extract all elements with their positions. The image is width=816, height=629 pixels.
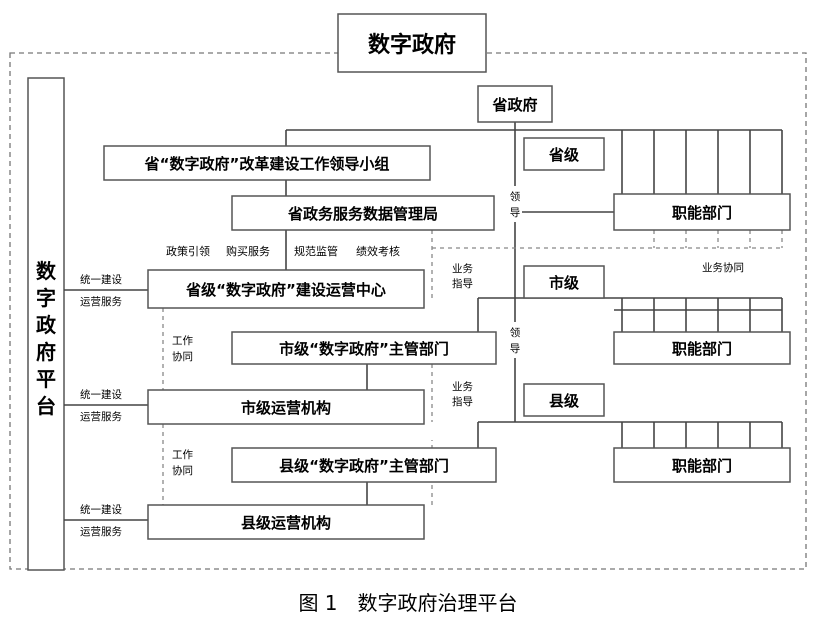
svg-text:省政务服务数据管理局: 省政务服务数据管理局 bbox=[287, 205, 438, 223]
unified-build-label-province: 统一建设 bbox=[80, 273, 122, 286]
svg-text:政: 政 bbox=[36, 313, 57, 337]
svg-text:职能部门: 职能部门 bbox=[672, 204, 732, 222]
county-operator-box bbox=[147, 504, 425, 540]
guidance-label-city: 业务 bbox=[452, 262, 473, 275]
svg-text:指导: 指导 bbox=[452, 277, 473, 290]
unified-build-label-city: 统一建设 bbox=[80, 388, 122, 401]
figure-caption: 图 1 数字政府治理平台 bbox=[298, 591, 517, 615]
bureau-functions: 政策引领 购买服务 规范监管 绩效考核 bbox=[166, 244, 400, 258]
svg-text:运营服务: 运营服务 bbox=[80, 295, 122, 308]
svg-text:职能部门: 职能部门 bbox=[672, 340, 732, 358]
svg-text:购买服务: 购买服务 bbox=[226, 244, 270, 258]
svg-text:导: 导 bbox=[510, 207, 521, 219]
svg-text:规范监管: 规范监管 bbox=[294, 244, 338, 258]
title-box bbox=[337, 13, 487, 73]
province-functional-dept-box bbox=[613, 193, 791, 231]
city-functional-dept-box bbox=[613, 331, 791, 365]
unified-build-label-county: 统一建设 bbox=[80, 503, 122, 516]
svg-text:指导: 指导 bbox=[452, 395, 473, 408]
svg-text:市级运营机构: 市级运营机构 bbox=[241, 399, 331, 417]
province-gov-box bbox=[477, 85, 553, 123]
county-level-box bbox=[523, 383, 605, 417]
svg-text:运营服务: 运营服务 bbox=[80, 410, 122, 423]
svg-text:市级“数字政府”主管部门: 市级“数字政府”主管部门 bbox=[279, 340, 449, 358]
svg-text:县级“数字政府”主管部门: 县级“数字政府”主管部门 bbox=[279, 457, 449, 475]
svg-text:协同: 协同 bbox=[172, 350, 193, 363]
leading-group-box bbox=[103, 145, 431, 181]
svg-text:县级: 县级 bbox=[549, 392, 580, 410]
svg-text:平: 平 bbox=[36, 367, 56, 391]
svg-text:台: 台 bbox=[36, 394, 56, 418]
work-collab-label-county: 工作 bbox=[172, 449, 193, 461]
data-bureau-box bbox=[231, 195, 495, 231]
city-level-box bbox=[523, 265, 605, 299]
svg-text:协同: 协同 bbox=[172, 464, 193, 477]
guidance-label-county: 业务 bbox=[452, 380, 473, 393]
business-collab-label: 业务协同 bbox=[702, 261, 744, 274]
svg-text:府: 府 bbox=[36, 340, 56, 364]
svg-text:省“数字政府”改革建设工作领导小组: 省“数字政府”改革建设工作领导小组 bbox=[144, 155, 390, 173]
svg-text:县级运营机构: 县级运营机构 bbox=[241, 514, 331, 532]
lead-label-city: 领 bbox=[510, 326, 521, 339]
title-text: 数字政府 bbox=[368, 32, 456, 58]
svg-text:运营服务: 运营服务 bbox=[80, 525, 122, 538]
county-functional-dept-box bbox=[613, 447, 791, 483]
city-dept-box bbox=[231, 331, 497, 365]
province-center-box bbox=[147, 269, 425, 309]
platform-box bbox=[27, 77, 65, 571]
lead-label-province: 领 bbox=[510, 190, 521, 203]
svg-text:绩效考核: 绩效考核 bbox=[356, 244, 400, 258]
county-dept-box bbox=[231, 447, 497, 483]
svg-text:省级“数字政府”建设运营中心: 省级“数字政府”建设运营中心 bbox=[185, 281, 386, 299]
svg-text:政策引领: 政策引领 bbox=[166, 244, 210, 258]
svg-text:字: 字 bbox=[36, 286, 56, 310]
svg-text:职能部门: 职能部门 bbox=[672, 457, 732, 475]
city-operator-box bbox=[147, 389, 425, 425]
svg-text:导: 导 bbox=[510, 343, 521, 355]
platform-label: 数 字 政 府 平 台 bbox=[36, 259, 57, 418]
province-level-box bbox=[523, 137, 605, 171]
svg-text:省级: 省级 bbox=[548, 146, 580, 164]
svg-text:省政府: 省政府 bbox=[491, 96, 537, 114]
svg-text:市级: 市级 bbox=[549, 274, 580, 292]
svg-text:数: 数 bbox=[36, 259, 57, 283]
work-collab-label-city: 工作 bbox=[172, 335, 193, 347]
